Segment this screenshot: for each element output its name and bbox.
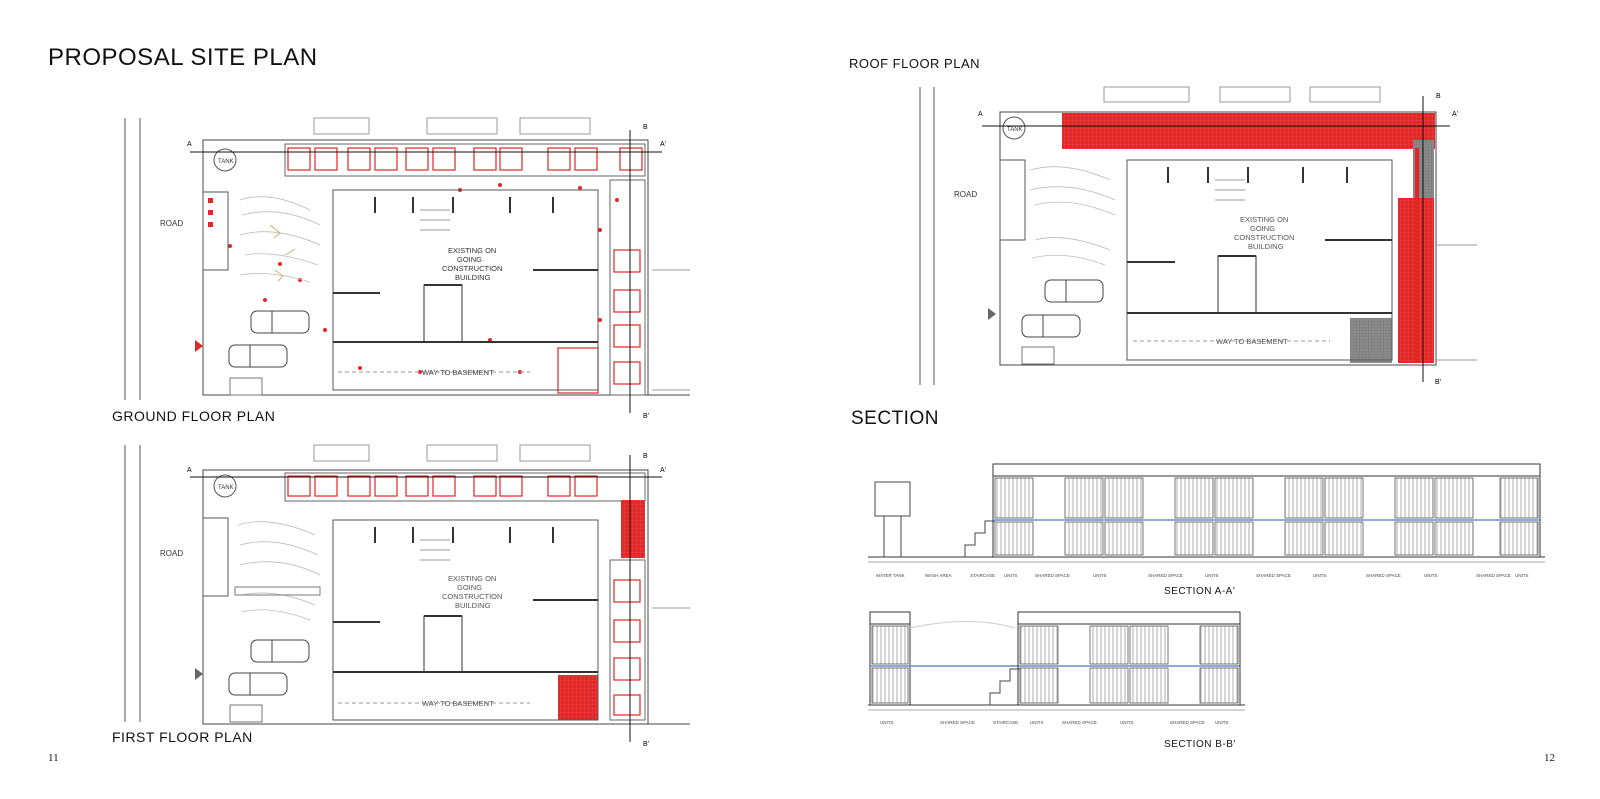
roof-building-line-4: BUILDING bbox=[1248, 242, 1284, 251]
roof-way-label: WAY TO BASEMENT bbox=[1216, 337, 1288, 346]
section-aa-label-10: SHARED SPACE bbox=[1366, 573, 1401, 578]
section-aa-label-12: SHARED SPACE bbox=[1476, 573, 1511, 578]
roof-floor-plan: ROAD TANK EXISTING ON GOING bbox=[919, 86, 1477, 386]
first-mark-b2: B' bbox=[643, 741, 649, 748]
section-aa-label-2: STAIRCASE bbox=[970, 573, 995, 578]
ground-tank-label: TANK bbox=[218, 159, 234, 165]
roof-mark-a2: A' bbox=[1452, 111, 1458, 118]
ground-building-line-1: EXISTING ON bbox=[448, 246, 496, 255]
section-aa-label-6: SHARED SPACE bbox=[1148, 573, 1183, 578]
first-road-label: ROAD bbox=[160, 549, 183, 558]
roof-building-line-3: CONSTRUCTION bbox=[1234, 233, 1294, 242]
first-way-label: WAY TO BASEMENT bbox=[422, 699, 494, 708]
first-building-line-3: CONSTRUCTION bbox=[442, 592, 502, 601]
first-floor-title: FIRST FLOOR PLAN bbox=[112, 729, 253, 745]
ground-building-line-3: CONSTRUCTION bbox=[442, 264, 502, 273]
first-building-line-2: GOING bbox=[457, 583, 482, 592]
section-bb-label-6: SHARED SPACE bbox=[1170, 720, 1205, 725]
section-bb-label-0: UNITS bbox=[880, 720, 894, 725]
ground-building-line-2: GOING bbox=[457, 255, 482, 264]
page-number-right: 12 bbox=[1544, 752, 1555, 764]
ground-floor-title: GROUND FLOOR PLAN bbox=[112, 408, 276, 424]
section-bb-label-7: UNITS bbox=[1215, 720, 1229, 725]
roof-mark-a: A bbox=[978, 111, 983, 118]
section-aa-label-5: UNITS bbox=[1093, 573, 1107, 578]
page-number-left: 11 bbox=[48, 752, 59, 764]
roof-floor-title: ROOF FLOOR PLAN bbox=[849, 56, 981, 71]
ground-building-line-4: BUILDING bbox=[455, 273, 491, 282]
roof-mark-b2: B' bbox=[1435, 379, 1441, 386]
ground-floor-plan: ROAD TANK bbox=[124, 117, 690, 420]
section-bb-label-2: STAIRCASE bbox=[993, 720, 1018, 725]
section-aa-label-7: UNITS bbox=[1205, 573, 1219, 578]
section-aa-title: SECTION A-A' bbox=[1164, 586, 1236, 597]
section-aa-label-13: UNITS bbox=[1515, 573, 1529, 578]
section-bb-label-1: SHARED SPACE bbox=[940, 720, 975, 725]
first-mark-a: A bbox=[187, 467, 192, 474]
ground-road-label: ROAD bbox=[160, 219, 183, 228]
first-tank-label: TANK bbox=[218, 485, 234, 491]
section-title: SECTION bbox=[851, 408, 939, 429]
first-mark-a2: A' bbox=[660, 467, 666, 474]
first-floor-plan: ROAD TANK bbox=[124, 444, 690, 748]
section-bb-label-3: UNITS bbox=[1030, 720, 1044, 725]
section-bb-label-5: UNITS bbox=[1120, 720, 1134, 725]
section-aa-label-1: WASH AREA bbox=[925, 573, 952, 578]
roof-tank-label: TANK bbox=[1007, 127, 1023, 133]
roof-building-line-2: GOING bbox=[1250, 224, 1275, 233]
roof-mark-b: B bbox=[1436, 93, 1441, 100]
section-aa-label-8: SHARED SPACE bbox=[1256, 573, 1291, 578]
first-building-line-4: BUILDING bbox=[455, 601, 491, 610]
ground-mark-a: A bbox=[187, 141, 192, 148]
section-aa-drawing: WATER TANK WASH AREA STAIRCASE UNITS SHA… bbox=[868, 463, 1545, 578]
section-aa-label-3: UNITS bbox=[1004, 573, 1018, 578]
section-bb-title: SECTION B-B' bbox=[1164, 739, 1236, 750]
roof-road-label: ROAD bbox=[954, 190, 977, 199]
section-bb-drawing: UNITS SHARED SPACE STAIRCASE UNITS SHARE… bbox=[868, 611, 1245, 725]
roof-building-line-1: EXISTING ON bbox=[1240, 215, 1288, 224]
first-mark-b: B bbox=[643, 453, 648, 460]
ground-way-label: WAY TO BASEMENT bbox=[422, 368, 494, 377]
proposal-title: PROPOSAL SITE PLAN bbox=[48, 44, 318, 71]
ground-mark-b: B bbox=[643, 124, 648, 131]
ground-mark-b2: B' bbox=[643, 413, 649, 420]
section-aa-label-4: SHARED SPACE bbox=[1035, 573, 1070, 578]
section-aa-label-0: WATER TANK bbox=[876, 573, 905, 578]
section-aa-label-9: UNITS bbox=[1313, 573, 1327, 578]
section-bb-label-4: SHARED SPACE bbox=[1062, 720, 1097, 725]
section-aa-label-11: UNITS bbox=[1424, 573, 1438, 578]
first-building-line-1: EXISTING ON bbox=[448, 574, 496, 583]
ground-mark-a2: A' bbox=[660, 141, 666, 148]
